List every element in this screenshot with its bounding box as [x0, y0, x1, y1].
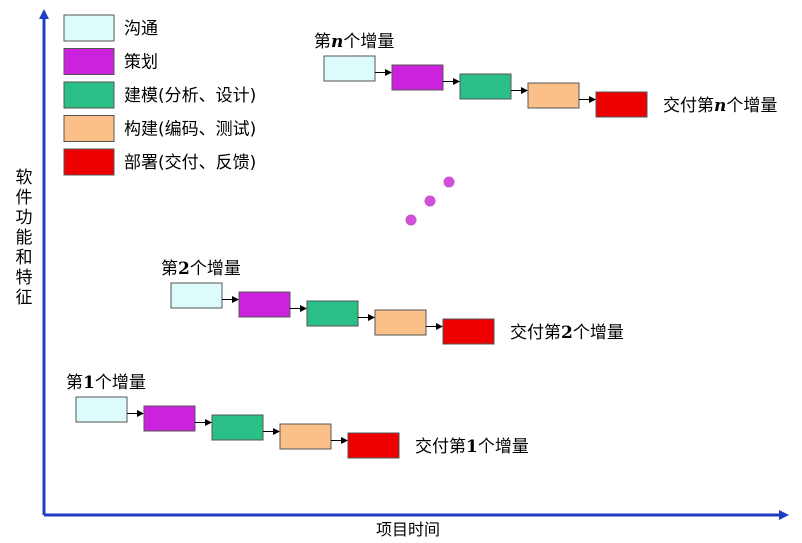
legend-label-planning: 策划: [124, 53, 158, 73]
ellipsis-dots: [405, 176, 455, 226]
activity-box-communication: [170, 282, 223, 309]
activity-box-modeling: [306, 300, 359, 327]
legend-swatch-deployment: [63, 148, 115, 176]
legend-swatch-planning: [63, 48, 115, 75]
increment-title: 第2个增量: [161, 259, 241, 279]
legend-label-modeling: 建模(分析、设计): [124, 86, 256, 106]
increment-title: 第n个增量: [314, 32, 394, 52]
activity-box-construction: [527, 82, 580, 109]
y-axis-label: 软件功能和特征: [16, 168, 33, 308]
legend-label-construction: 构建(编码、测试): [124, 120, 256, 140]
increment-title: 第1个增量: [66, 373, 146, 393]
activity-box-deployment: [442, 318, 495, 345]
activity-box-communication: [75, 396, 128, 423]
activity-box-planning: [238, 291, 291, 318]
activity-box-planning: [143, 405, 196, 432]
activity-box-construction: [374, 309, 427, 336]
activity-box-deployment: [595, 91, 648, 118]
delivery-label: 交付第1个增量: [415, 437, 529, 457]
activity-box-modeling: [211, 414, 264, 441]
legend-swatch-modeling: [63, 81, 115, 109]
activity-box-deployment: [347, 432, 400, 459]
activity-box-planning: [391, 64, 444, 91]
legend-label-deployment: 部署(交付、反馈): [124, 153, 256, 173]
activity-box-communication: [323, 55, 376, 82]
x-axis-label: 项目时间: [376, 520, 440, 539]
legend-swatch-communication: [63, 14, 115, 42]
ellipsis-dot: [424, 195, 436, 207]
activity-box-modeling: [459, 73, 512, 100]
activity-box-construction: [279, 423, 332, 450]
ellipsis-dot: [443, 176, 455, 188]
delivery-label: 交付第2个增量: [510, 323, 624, 343]
legend-label-communication: 沟通: [124, 19, 158, 39]
delivery-label: 交付第n个增量: [663, 96, 777, 116]
legend-swatch-construction: [63, 115, 115, 142]
ellipsis-dot: [405, 214, 417, 226]
